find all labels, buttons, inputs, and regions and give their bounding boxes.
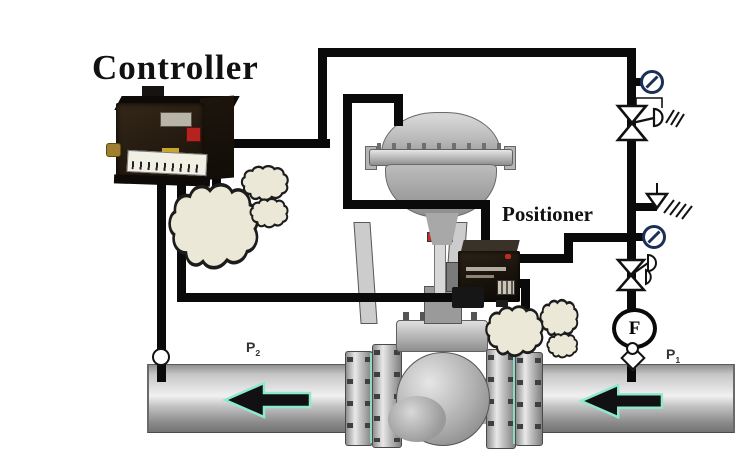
signal-line-actuator-h2 <box>343 94 403 103</box>
controller-red-label <box>186 127 201 142</box>
bonnet-flange <box>396 320 488 352</box>
positioner-foot-right <box>496 300 508 307</box>
p1-label: P1 <box>666 346 680 365</box>
controller-label-text: Controller <box>92 48 259 87</box>
vent-to-atmosphere-icon <box>630 183 693 220</box>
signal-line-actuator-v <box>343 94 352 209</box>
gauge2-stub <box>633 233 645 241</box>
p2-main: P <box>246 339 256 355</box>
signal-line-supply-h2 <box>519 254 573 263</box>
positioner-led <box>505 254 511 259</box>
controller-label: Controller <box>92 48 259 88</box>
stem-connector-block <box>452 287 484 308</box>
air-cloud-icon <box>546 332 579 359</box>
signal-line-positioner-riser <box>481 200 490 250</box>
signal-line-supply-h1 <box>564 233 636 242</box>
supply-valve-icon <box>615 253 657 292</box>
valve-body-lower-bulge <box>388 396 446 442</box>
signal-line-feedback-h <box>177 293 463 302</box>
signal-line-positioner-vent-h <box>510 279 530 288</box>
tap-fitting-icon <box>152 348 170 366</box>
signal-line-positioner-vent-v <box>521 279 530 309</box>
flange-right-pipe <box>515 352 543 446</box>
controller-unit <box>104 84 242 187</box>
supply-pressure-gauge-icon <box>642 225 666 249</box>
signal-line-supply-v <box>564 233 573 263</box>
positioner-label-line1 <box>466 267 506 271</box>
signal-line-actuator-drop <box>394 94 403 126</box>
p2-label: P2 <box>246 339 260 358</box>
air-cloud-icon <box>249 197 289 229</box>
p1-main: P <box>666 346 676 362</box>
positioner-gauge-plate <box>497 280 515 295</box>
signal-line-actuator-h1 <box>343 200 490 209</box>
controller-scale-ticks <box>131 161 202 173</box>
controller-scale-strip <box>126 149 208 177</box>
actuator-flange-studs <box>377 143 505 150</box>
gasket-right <box>513 354 516 444</box>
yoke-left-leg <box>353 222 378 324</box>
union-fitting-top-icon <box>626 342 639 355</box>
gasket-left <box>370 353 373 443</box>
p1-sub: 1 <box>675 354 681 365</box>
flow-arrow-downstream-icon <box>222 381 312 419</box>
gauge1-stub <box>633 78 645 86</box>
signal-line-controller-out <box>196 139 330 148</box>
flange-left-pipe <box>345 351 373 446</box>
flange-right-valve <box>486 349 516 449</box>
controller-left-fitting <box>106 143 121 157</box>
pressure-regulator-icon <box>615 97 685 142</box>
flow-element-label: F <box>628 317 641 339</box>
positioner-label-text: Positioner <box>502 202 593 226</box>
signal-line-left-riser <box>318 48 327 148</box>
air-cloud-icon <box>539 298 579 338</box>
controller-nameplate <box>160 112 192 127</box>
air-cloud-icon <box>240 164 289 202</box>
positioner-label: Positioner <box>502 202 593 227</box>
flow-arrow-upstream-icon <box>578 383 664 419</box>
signal-line-right-manifold <box>627 48 636 382</box>
signal-line-top-run <box>318 48 636 57</box>
signal-line-p2-tap <box>157 178 166 382</box>
pressure-gauge-icon <box>640 70 664 94</box>
positioner-label-line2 <box>466 275 494 278</box>
p2-sub: 2 <box>255 347 261 358</box>
